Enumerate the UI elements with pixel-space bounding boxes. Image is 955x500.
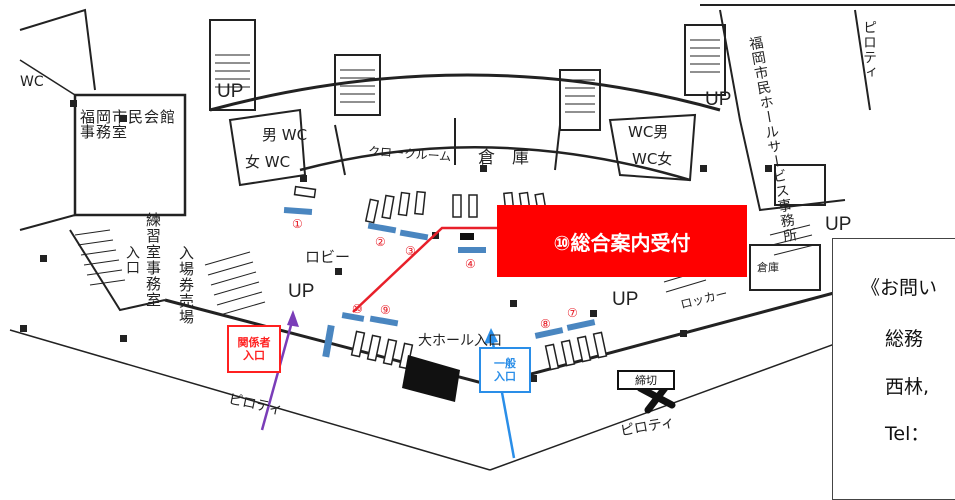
door-symbol: [452, 194, 462, 218]
staff-entrance-label: 関係者 入口: [227, 325, 281, 373]
counter-2: [367, 222, 397, 234]
central-block: [402, 355, 460, 402]
contact-line-1: 《お問い: [861, 277, 938, 299]
front-wall-right: [489, 288, 846, 387]
general-information-banner: ⑩総合案内受付: [497, 205, 747, 277]
pilotis-top-label: ピロティ: [861, 20, 877, 80]
entrance-vertical-label: 入口: [124, 245, 140, 275]
counter-7: [566, 319, 596, 331]
counter-8: [534, 327, 564, 339]
counter-number-3: ③: [405, 244, 416, 258]
counter-9: [369, 315, 399, 327]
hall-entrance-label: 大ホール入口: [418, 333, 502, 349]
counter-number-10: ⑩: [352, 302, 363, 316]
wc-men-left-label: 男 WC: [262, 126, 308, 144]
banner-dash: [460, 233, 474, 240]
practice-room-label: 練習室事務室: [144, 212, 162, 308]
door-symbol: [592, 331, 608, 359]
up-label: UP: [217, 81, 244, 102]
counter-number-8: ⑧: [540, 317, 551, 331]
office-left-label: 福岡市民会館事務室: [80, 108, 177, 141]
storage-label: 倉 庫: [478, 148, 529, 168]
door-symbol: [414, 190, 426, 216]
outer-wall-left: [9, 329, 491, 471]
wc-women-right-label: WC女: [632, 150, 673, 168]
door-symbol: [293, 185, 317, 199]
contact-info-box: 《お問い 総務 西林, Tel：: [832, 238, 955, 500]
counter-number-2: ②: [375, 235, 386, 249]
door-symbol: [397, 191, 411, 217]
up-label: UP: [825, 214, 852, 235]
counter-4: [458, 247, 486, 253]
up-label: UP: [705, 89, 732, 110]
counter-number-4: ④: [465, 257, 476, 271]
contact-line-4: Tel：: [885, 423, 930, 445]
door-symbol: [382, 338, 398, 366]
door-symbol: [468, 194, 478, 218]
door-symbol: [366, 334, 382, 362]
counter-number-9: ⑨: [380, 303, 391, 317]
up-label: UP: [612, 289, 639, 310]
counter-number-7: ⑦: [567, 306, 578, 320]
lobby-label: ロビー: [305, 248, 351, 266]
staff-entrance-arrow: [260, 310, 299, 431]
central-curved-wall: [209, 73, 721, 112]
staff-entrance-line1: 関係者: [237, 335, 271, 349]
door-symbol: [364, 198, 380, 224]
counter-10: [341, 312, 365, 322]
contact-line-3: 西林,: [885, 376, 930, 398]
general-entrance-line2: 入口: [494, 370, 516, 383]
door-symbol: [350, 330, 366, 358]
leader-line: [352, 226, 500, 313]
door-symbol: [560, 339, 576, 367]
staff-entrance-line2: 入口: [243, 349, 265, 362]
door-symbol: [576, 335, 592, 363]
counter-1: [283, 207, 313, 215]
wc-women-left-label: 女 WC: [245, 153, 291, 171]
counter-3: [399, 229, 429, 241]
storage-right-label: 倉庫: [757, 261, 779, 274]
general-entrance-line1: 一般: [494, 356, 516, 370]
up-label: UP: [288, 281, 315, 302]
staff-counter: [322, 324, 335, 358]
counter-number-1: ①: [292, 217, 303, 231]
cloakroom-wall: [299, 146, 691, 182]
contact-line-2: 総務: [885, 328, 924, 350]
wc-men-right-label: WC男: [628, 123, 669, 141]
wc-far-left-label: WC: [20, 74, 44, 90]
door-symbol: [544, 343, 560, 371]
ticket-booth-label: 入場券売場: [177, 245, 195, 325]
door-symbol: [381, 194, 395, 220]
general-entrance-label: 一般 入口: [479, 347, 531, 393]
deadline-label: 締切: [617, 370, 675, 390]
